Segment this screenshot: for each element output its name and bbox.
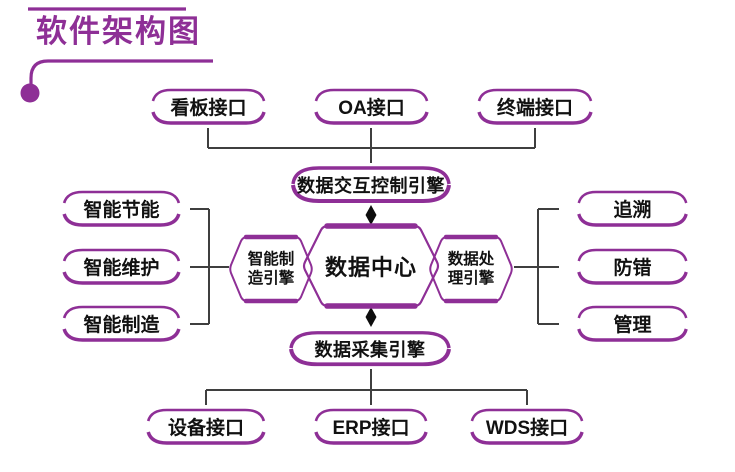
node-label: 设备接口 bbox=[167, 418, 244, 439]
double-arrow-bottom-icon bbox=[365, 307, 377, 327]
hexagon-shape bbox=[302, 223, 440, 309]
pill-shape bbox=[577, 190, 688, 227]
node-label: 智能制造 bbox=[83, 315, 160, 336]
node-terminal-interface: 终端接口 bbox=[473, 85, 597, 128]
node-label: 智能维护 bbox=[83, 258, 160, 279]
hexagon-shape bbox=[229, 234, 313, 304]
node-erp-interface: ERP接口 bbox=[310, 405, 432, 448]
pill-shape bbox=[577, 305, 688, 342]
pill-shape bbox=[314, 88, 429, 125]
node-label: 智能节能 bbox=[83, 200, 160, 221]
node-oa-interface: OA接口 bbox=[310, 85, 433, 128]
pill-shape bbox=[314, 408, 428, 445]
node-label: 管理 bbox=[613, 315, 652, 336]
node-error-proofing: 防错 bbox=[573, 245, 692, 288]
title-underline bbox=[29, 59, 213, 84]
pill-shape bbox=[470, 408, 584, 445]
page-title: 软件架构图 bbox=[36, 14, 201, 49]
pill-shape bbox=[577, 248, 688, 285]
node-processing-engine: 数据处 理引擎 bbox=[426, 233, 516, 305]
node-traceability: 追溯 bbox=[573, 187, 692, 230]
node-label-line2: 造引擎 bbox=[247, 270, 295, 287]
node-interaction-engine: 数据交互控制引擎 bbox=[290, 162, 452, 207]
pill-shape bbox=[62, 190, 181, 227]
hexagon-shape bbox=[429, 234, 513, 304]
pill-shape bbox=[62, 248, 181, 285]
node-label: OA接口 bbox=[338, 98, 405, 119]
node-label: 追溯 bbox=[613, 200, 652, 221]
ribbon-shape bbox=[291, 166, 451, 203]
node-kanban-interface: 看板接口 bbox=[147, 85, 270, 128]
pill-shape bbox=[146, 408, 266, 445]
node-management: 管理 bbox=[573, 302, 692, 345]
node-smart-maintenance: 智能维护 bbox=[58, 245, 185, 288]
node-label: ERP接口 bbox=[332, 418, 410, 439]
pill-shape bbox=[151, 88, 266, 125]
node-label: 终端接口 bbox=[496, 98, 573, 119]
node-label: 数据中心 bbox=[324, 255, 417, 280]
pill-shape bbox=[62, 305, 181, 342]
pill-shape bbox=[477, 88, 593, 125]
node-label-line1: 数据处 bbox=[447, 250, 495, 268]
node-label-line1: 智能制 bbox=[247, 250, 295, 268]
node-smart-energy: 智能节能 bbox=[58, 187, 185, 230]
node-label: 防错 bbox=[613, 258, 652, 279]
node-label-line2: 理引擎 bbox=[447, 270, 495, 287]
node-collection-engine: 数据采集引擎 bbox=[288, 327, 452, 370]
node-manufacturing-engine: 智能制 造引擎 bbox=[226, 233, 316, 305]
node-device-interface: 设备接口 bbox=[142, 405, 270, 448]
node-label: WDS接口 bbox=[485, 418, 569, 439]
node-smart-manufacturing: 智能制造 bbox=[58, 302, 185, 345]
node-label: 数据交互控制引擎 bbox=[297, 175, 445, 196]
node-label: 数据采集引擎 bbox=[314, 339, 426, 360]
node-data-center: 数据中心 bbox=[300, 222, 442, 310]
node-wds-interface: WDS接口 bbox=[466, 405, 588, 448]
node-label: 看板接口 bbox=[170, 98, 247, 119]
title-dot bbox=[20, 83, 40, 103]
ribbon-shape bbox=[289, 331, 451, 367]
